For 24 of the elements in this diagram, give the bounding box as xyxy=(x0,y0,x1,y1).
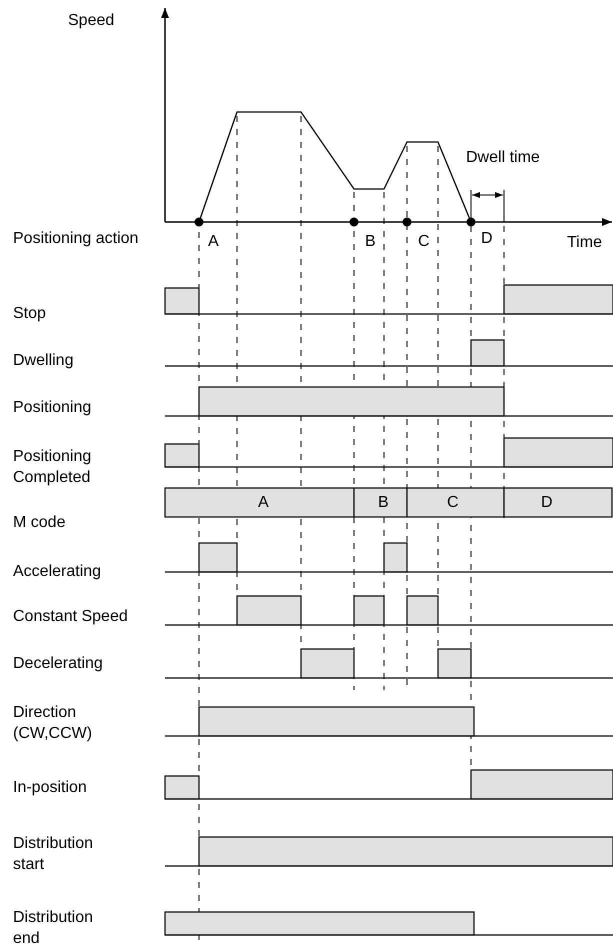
signal-name: In-position xyxy=(13,778,87,798)
dimension-label: Dwell time xyxy=(466,148,540,168)
signal-name: Accelerating xyxy=(13,562,102,582)
signal-name: Distribution start xyxy=(13,834,94,875)
signal-name: Stop xyxy=(13,304,46,324)
signal-name: Dwelling xyxy=(13,351,74,371)
axis-label: Time xyxy=(567,233,602,253)
signal-name: Positioning Completed xyxy=(13,447,92,488)
code-label: B xyxy=(378,493,389,513)
signal-name: Positioning xyxy=(13,398,92,418)
axis-label: Speed xyxy=(68,11,114,31)
code-label: C xyxy=(447,493,459,513)
code-label: D xyxy=(541,493,553,513)
signal-name: Distribution end xyxy=(13,908,94,948)
point-label: B xyxy=(365,232,376,252)
signal-name: Decelerating xyxy=(13,654,103,674)
point-label: C xyxy=(418,232,430,252)
point-label: A xyxy=(208,232,219,252)
point-label: D xyxy=(481,229,493,249)
code-label: A xyxy=(258,493,269,513)
axis-label: Positioning action xyxy=(13,229,138,249)
signal-name: M code xyxy=(13,513,66,533)
signal-name: Direction (CW,CCW) xyxy=(13,703,94,744)
signal-name: Constant Speed xyxy=(13,607,128,627)
